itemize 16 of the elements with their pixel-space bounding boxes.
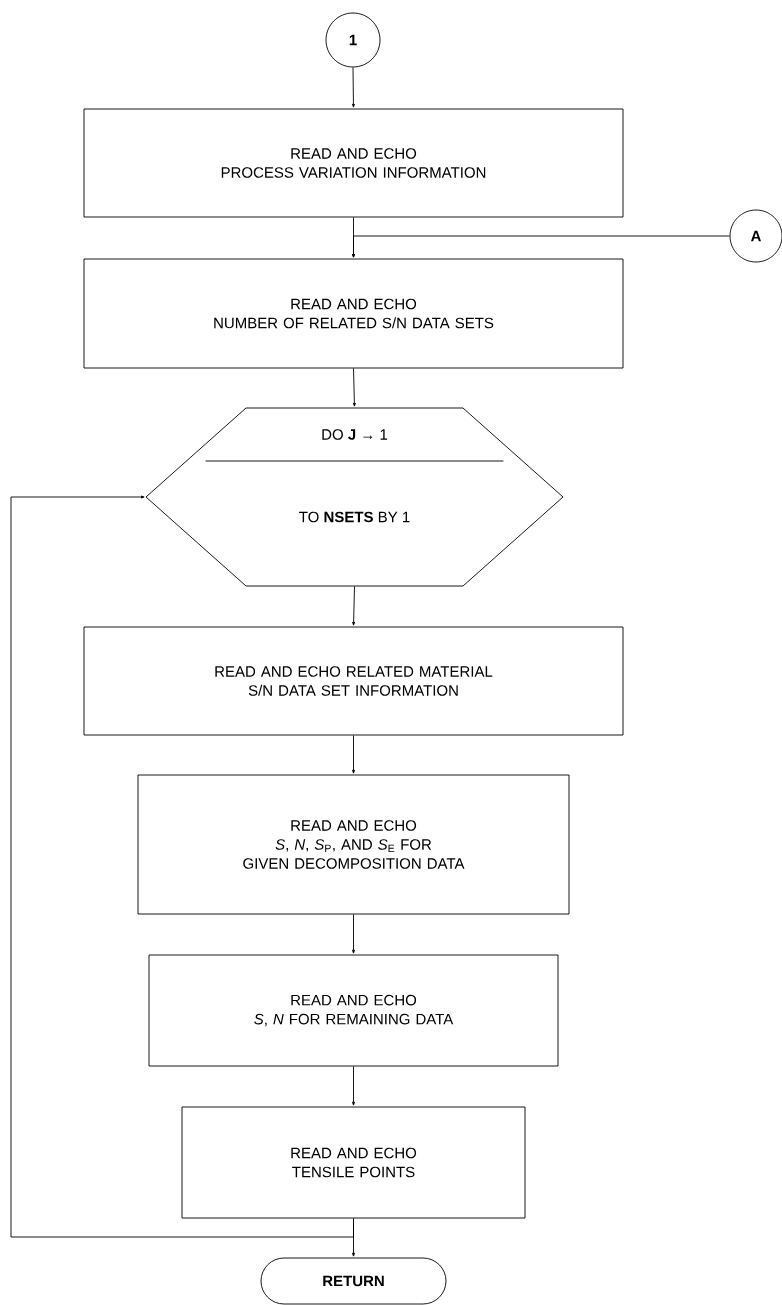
process-box: READ AND ECHO S, N, S$_{P}$, AND S$_{E}$ FOR GIVEN DECOMPOSITION DATA [137, 774, 570, 915]
arrow [352, 1066, 355, 1106]
arrow [352, 368, 356, 407]
terminal-box: RETURN [260, 1257, 447, 1305]
process-box: READ AND ECHO NUMBER OF RELATED S/N DATA SETS [83, 258, 624, 369]
arrow [352, 735, 355, 774]
loop-arrow [10, 495, 354, 1238]
arrow [352, 67, 355, 108]
arrow [352, 586, 356, 626]
process-box: READ AND ECHO PROCESS VARIATION INFORMATION [83, 108, 624, 218]
process-box: READ AND ECHO TENSILE POINTS [181, 1106, 526, 1219]
loop-hexagon: DO J → 1 TO NSETS BY 1 [145, 407, 564, 587]
arrow [352, 914, 355, 954]
process-box: READ AND ECHO RELATED MATERIAL S/N DATA SET INFORMATION [83, 626, 624, 736]
process-box: READ AND ECHO S, N FOR REMAINING DATA [148, 954, 559, 1067]
arrow [352, 235, 730, 258]
